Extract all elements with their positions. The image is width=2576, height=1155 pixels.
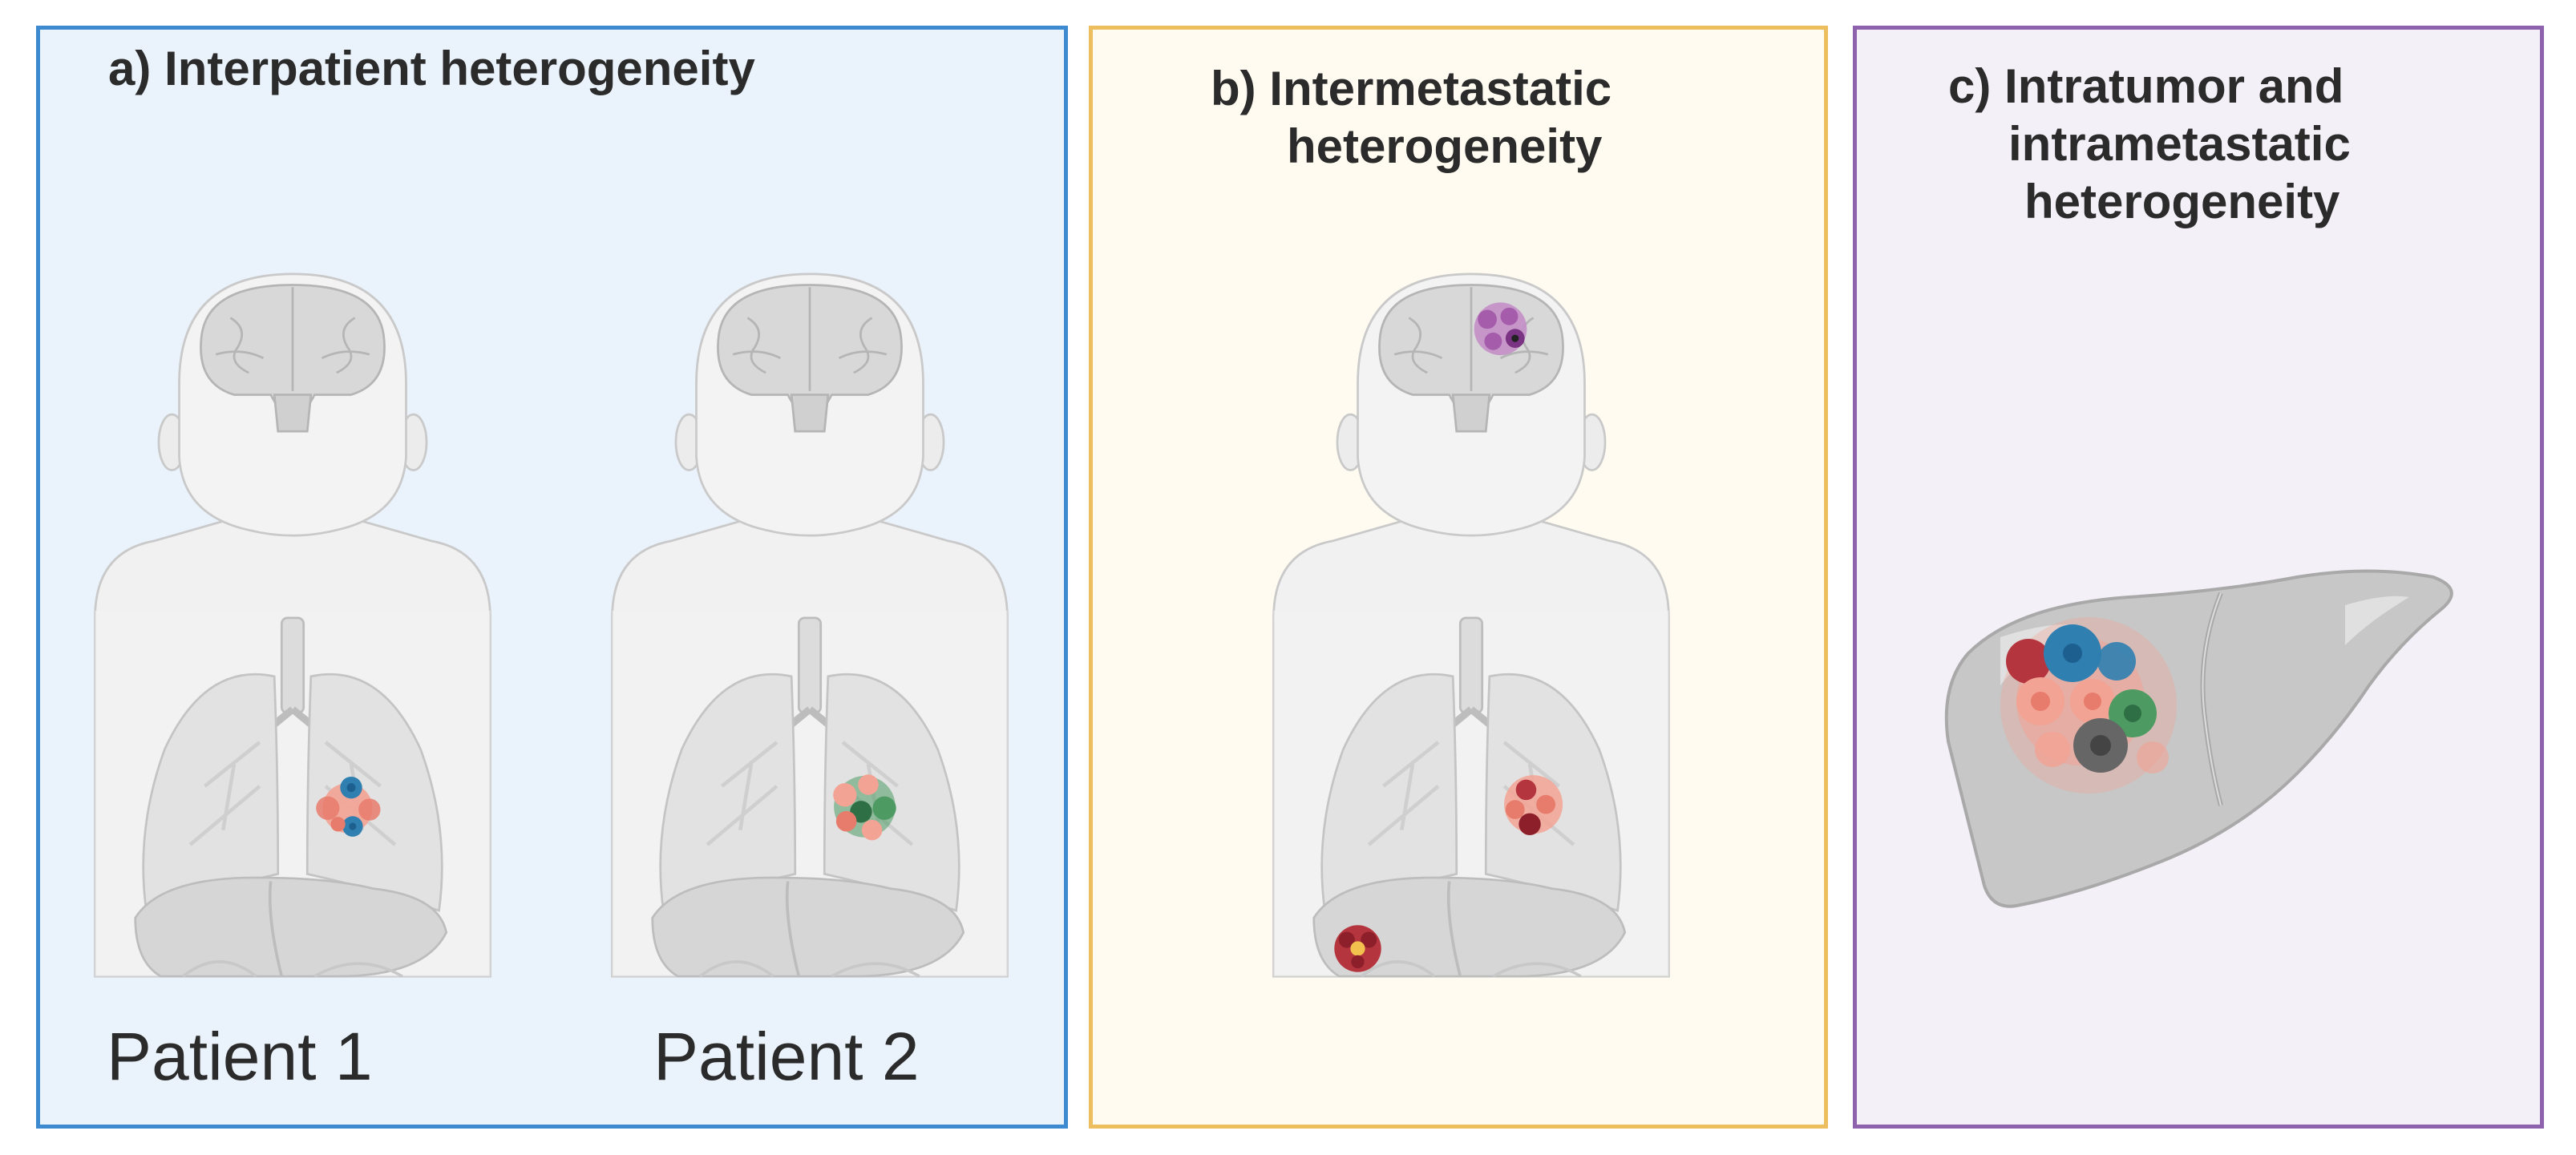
heterogeneous-liver-tumor: [2000, 617, 2177, 794]
panel-b-title-line2: heterogeneity: [1287, 119, 1603, 173]
panel-c-title-line2: intrametastatic: [2008, 117, 2351, 171]
patient-2-body-figure: [593, 273, 1026, 978]
intermetastatic-body-figure: [1255, 273, 1688, 978]
liver-illustration: [1944, 569, 2453, 908]
panel-c-title: c) Intratumor and intrametastatic hetero…: [1948, 58, 2525, 231]
panel-c-title-line3: heterogeneity: [2024, 175, 2340, 228]
panel-c-title-line1: c) Intratumor and: [1948, 59, 2344, 113]
patient-1-label: Patient 1: [107, 1019, 373, 1094]
panel-b-title-line1: b) Intermetastatic: [1211, 62, 1612, 115]
patient-2-lung-tumor: [833, 774, 896, 841]
patient-1-lung-tumor: [316, 776, 381, 837]
panel-b-title: b) Intermetastatic heterogeneity: [1211, 60, 1772, 176]
brain-metastasis: [1474, 302, 1527, 356]
liver-metastasis: [1334, 925, 1381, 972]
panel-a-title: a) Interpatient heterogeneity: [108, 42, 755, 95]
patient-1-body-figure: [76, 273, 509, 978]
patient-2-label: Patient 2: [653, 1019, 920, 1094]
lung-tumor: [1504, 775, 1563, 835]
